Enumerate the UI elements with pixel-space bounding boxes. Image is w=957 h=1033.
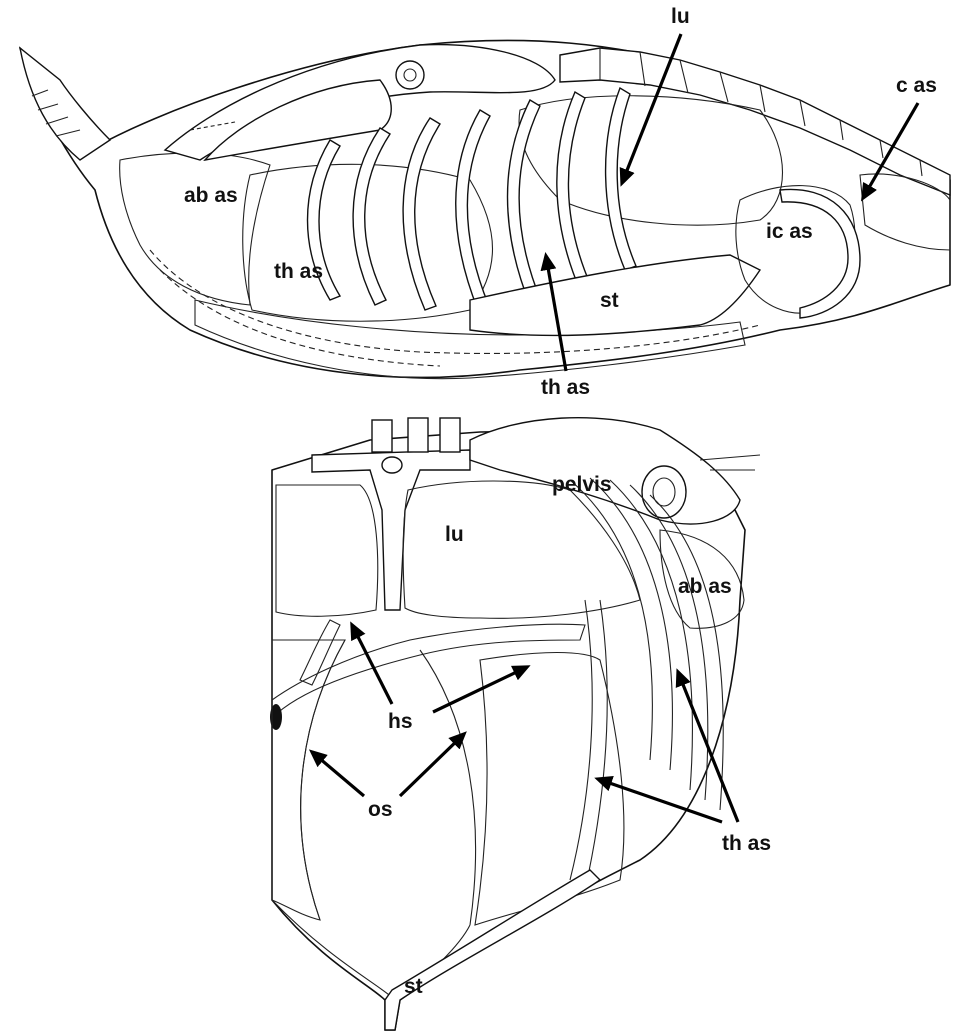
- cross-section-panel: [270, 418, 760, 1030]
- label-hs: hs: [388, 710, 413, 733]
- label-lu-bottom: lu: [445, 523, 464, 546]
- label-ab-as-bottom: ab as: [678, 575, 732, 598]
- label-lu-top: lu: [671, 5, 690, 28]
- label-ic-as: ic as: [766, 220, 813, 243]
- lateral-view-panel: [20, 40, 950, 378]
- lung-left: [276, 485, 378, 616]
- arrow-os-left: [312, 752, 364, 796]
- label-th-as-bottom: th as: [541, 376, 590, 399]
- abdominal-air-sac: [120, 153, 270, 305]
- label-c-as: c as: [896, 74, 937, 97]
- furcula: [780, 189, 860, 318]
- label-ab-as-top: ab as: [184, 184, 238, 207]
- label-st-top: st: [600, 289, 619, 312]
- acetabulum: [396, 61, 424, 89]
- label-pelvis: pelvis: [552, 473, 612, 496]
- lung-right: [403, 481, 640, 618]
- vertebrae-cross-section: [312, 418, 470, 610]
- arrow-th-as-cross-1: [598, 779, 722, 822]
- oblique-septum-right: [420, 650, 476, 925]
- label-th-as-cross: th as: [722, 832, 771, 855]
- tail: [20, 48, 110, 160]
- arrow-hs-right: [433, 667, 527, 712]
- label-st-bottom: st: [404, 975, 423, 998]
- pelvis-bone: [470, 418, 740, 524]
- oblique-septum-left: [301, 640, 345, 920]
- sternum-cross-section: [385, 870, 600, 1030]
- label-th-as-inner: th as: [274, 260, 323, 283]
- arrow-os-right: [400, 734, 464, 796]
- label-os: os: [368, 798, 393, 821]
